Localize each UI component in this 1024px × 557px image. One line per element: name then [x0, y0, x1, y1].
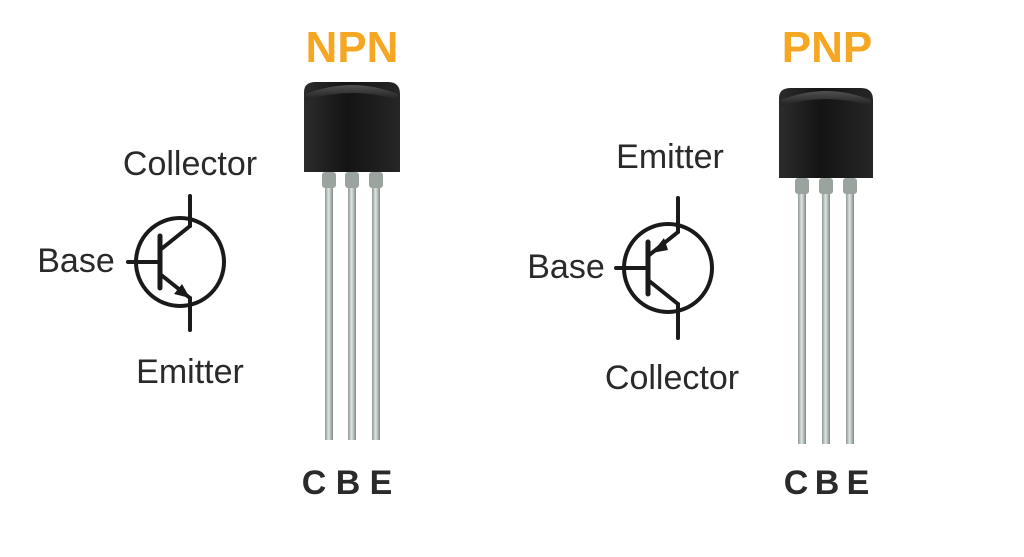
pnp-body: [779, 88, 873, 178]
npn-body: [304, 82, 400, 172]
npn-lead-e-bend: [369, 172, 383, 188]
pnp-pin-label-c: C: [784, 464, 809, 502]
npn-pin-label-e: E: [370, 464, 393, 502]
npn-lead-b-bend: [345, 172, 359, 188]
npn-transistor-component: [304, 82, 400, 440]
npn-lead-c: [325, 175, 333, 440]
pnp-panel: PNP Emitter Base Collector C B: [527, 23, 873, 502]
npn-lead-b: [348, 175, 356, 440]
pnp-bottom-label: Collector: [605, 359, 739, 397]
npn-symbol: [126, 194, 226, 332]
npn-pin-label-c: C: [302, 464, 327, 502]
pnp-lead-c: [798, 182, 806, 444]
pnp-lead-e-bend: [843, 178, 857, 194]
pnp-lead-b: [822, 182, 830, 444]
pnp-lead-c-bend: [795, 178, 809, 194]
npn-lead-e: [372, 175, 380, 440]
pnp-transistor-component: [779, 88, 873, 444]
npn-bottom-label: Emitter: [136, 353, 244, 391]
npn-lead-c-bend: [322, 172, 336, 188]
pnp-lead-e: [846, 182, 854, 444]
npn-base-label: Base: [37, 242, 115, 280]
pnp-top-label: Emitter: [616, 138, 724, 176]
pnp-pin-label-e: E: [847, 464, 870, 502]
pnp-pin-label-b: B: [815, 464, 840, 502]
pnp-symbol: [614, 196, 714, 340]
pnp-lead-b-bend: [819, 178, 833, 194]
pnp-collector-line: [646, 278, 680, 306]
npn-pin-label-b: B: [336, 464, 361, 502]
npn-top-label: Collector: [123, 145, 257, 183]
pnp-base-label: Base: [527, 248, 605, 286]
npn-emitter-arrow-icon: [174, 284, 190, 298]
npn-collector-line: [158, 224, 192, 252]
npn-title: NPN: [306, 23, 399, 72]
pnp-title: PNP: [782, 23, 872, 72]
npn-body-highlight: [306, 85, 398, 100]
npn-panel: NPN Collector Base Emitter C B: [37, 23, 400, 502]
pnp-emitter-arrow-icon: [652, 238, 668, 253]
pnp-body-highlight: [781, 91, 871, 106]
